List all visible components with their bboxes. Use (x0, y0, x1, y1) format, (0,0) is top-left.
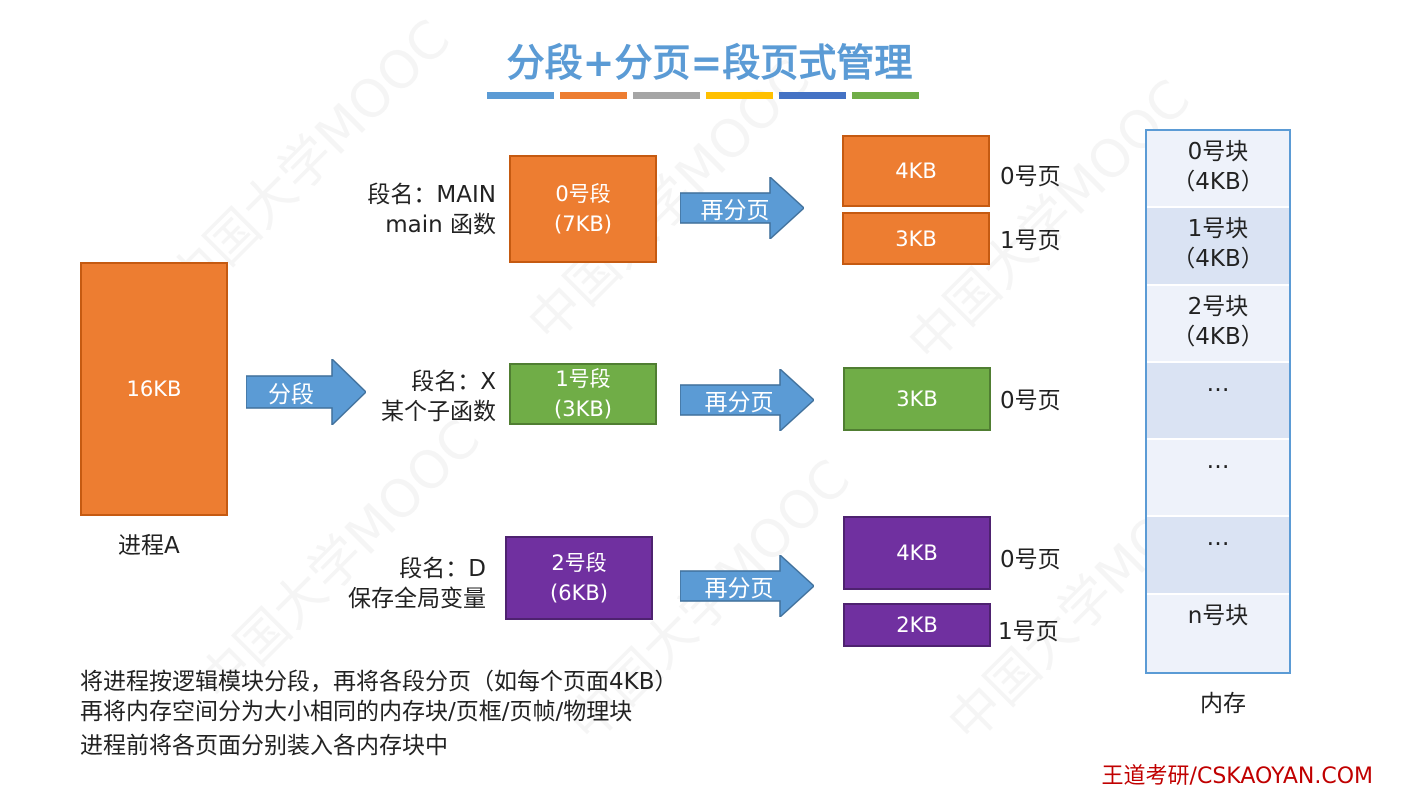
title-bar (487, 92, 554, 99)
page-size: 4KB (895, 159, 937, 183)
repage-arrow-label: 再分页 (704, 390, 774, 416)
memory-block: … (1147, 363, 1289, 441)
segment-2-page-1: 2KB (843, 603, 991, 647)
page-size: 3KB (895, 226, 937, 251)
segment-2-name: 段名：D 保存全局变量 (290, 554, 486, 614)
arrow-right-icon (679, 367, 816, 433)
segment-2-page-1-label: 1号页 (998, 619, 1059, 645)
memory-block: n号块 (1147, 594, 1289, 673)
memory-block-name: … (1206, 448, 1230, 475)
memory-block-name: 0号块 (1187, 139, 1249, 165)
description-line: 再将内存空间分为大小相同的内存块/页框/页帧/物理块 (80, 699, 633, 725)
repage-arrow-1: 再分页 (679, 367, 816, 435)
segment-2-box: 2号段 (6KB) (505, 536, 653, 620)
memory-column: 0号块 （4KB） 1号块 （4KB） 2号块 （4KB） … … … n号块 (1145, 129, 1291, 675)
segment-2-title: 2号段 (551, 551, 607, 575)
segment-1-title: 1号段 (555, 367, 611, 391)
description-line: 进程前将各页面分别装入各内存块中 (80, 733, 448, 759)
description-line: 将进程按逻辑模块分段，再将各段分页（如每个页面4KB） (80, 669, 678, 695)
segment-0-page-1-label: 1号页 (1000, 228, 1061, 254)
memory-block: 2号块 （4KB） (1147, 285, 1289, 363)
memory-block: 1号块 （4KB） (1147, 208, 1289, 286)
arrow-right-icon (245, 357, 368, 427)
memory-block-name: … (1206, 525, 1230, 552)
title-bar (706, 92, 773, 99)
segment-1-name-line2: 某个子函数 (381, 399, 496, 425)
page-size: 3KB (896, 387, 938, 411)
segment-0-page-1: 3KB (842, 212, 990, 265)
segment-arrow-label: 分段 (268, 382, 314, 408)
process-box: 16KB (80, 262, 228, 516)
memory-block-name: … (1206, 370, 1230, 397)
page-title: 分段+分页=段页式管理 (506, 41, 913, 85)
memory-label: 内存 (1200, 691, 1246, 717)
memory-block: … (1147, 440, 1289, 518)
segment-arrow: 分段 (245, 357, 368, 429)
title-underline-bars (487, 92, 919, 99)
segment-0-box: 0号段 (7KB) (509, 155, 657, 263)
repage-arrow-label: 再分页 (704, 576, 774, 602)
process-size: 16KB (126, 377, 182, 401)
segment-1-page-0: 3KB (843, 367, 991, 431)
arrow-right-icon (679, 553, 816, 619)
repage-arrow-0: 再分页 (679, 175, 806, 243)
segment-2-name-line1: 段名：D (399, 556, 486, 582)
page-size: 2KB (896, 613, 938, 637)
memory-block-name: 1号块 (1187, 216, 1249, 243)
memory-block-size: （4KB） (1172, 323, 1264, 350)
segment-1-size: (3KB) (554, 397, 612, 421)
segment-0-page-0-label: 0号页 (1000, 164, 1061, 190)
segment-2-size: (6KB) (550, 581, 608, 605)
segment-1-name: 段名：X 某个子函数 (300, 367, 496, 427)
segment-0-size: (7KB) (554, 212, 612, 236)
footer-brand: 王道考研/CSKAOYAN.COM (1101, 764, 1373, 789)
memory-block: 0号块 （4KB） (1147, 131, 1289, 209)
memory-block-size: （4KB） (1172, 169, 1264, 195)
segment-2-name-line2: 保存全局变量 (348, 586, 486, 612)
memory-block-size: （4KB） (1172, 246, 1264, 273)
memory-block-name: 2号块 (1187, 293, 1249, 320)
segment-1-box: 1号段 (3KB) (509, 363, 657, 425)
segment-0-name: 段名：MAIN main 函数 (300, 180, 496, 240)
segment-0-name-line1: 段名：MAIN (367, 182, 496, 208)
arrow-right-icon (679, 175, 806, 241)
page-size: 4KB (896, 541, 938, 565)
title-bar (852, 92, 919, 99)
segment-1-page-0-label: 0号页 (1000, 388, 1061, 414)
segment-0-name-line2: main 函数 (385, 212, 496, 238)
process-label: 进程A (118, 533, 180, 559)
segment-2-page-0-label: 0号页 (1000, 547, 1061, 573)
memory-block: … (1147, 517, 1289, 595)
segment-0-title: 0号段 (555, 182, 611, 206)
title-bar (633, 92, 700, 99)
segment-0-page-0: 4KB (842, 135, 990, 207)
repage-arrow-label: 再分页 (700, 198, 770, 224)
title-bar (560, 92, 627, 99)
segment-2-page-0: 4KB (843, 516, 991, 590)
title-bar (779, 92, 846, 99)
segment-1-name-line1: 段名：X (411, 369, 496, 395)
repage-arrow-2: 再分页 (679, 553, 816, 621)
memory-block-name: n号块 (1187, 602, 1249, 629)
